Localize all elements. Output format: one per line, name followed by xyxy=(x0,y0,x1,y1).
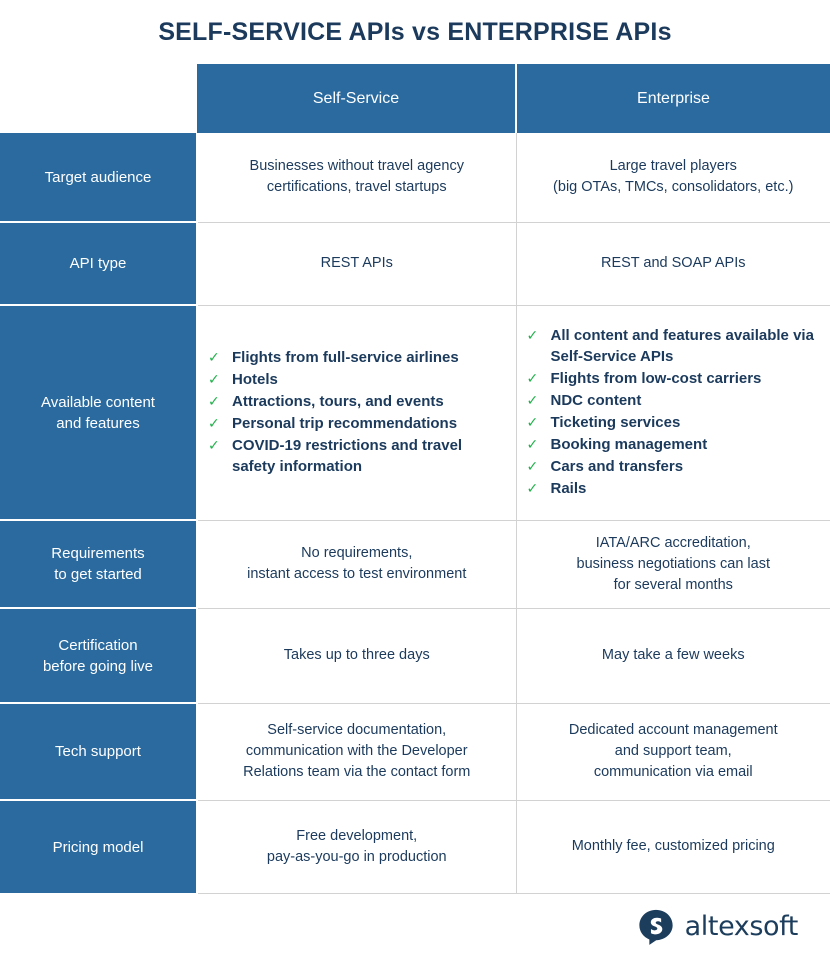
feature-list-item: ✓ Flights from low-cost carriers xyxy=(525,368,821,389)
table-row: Tech support Self-service documentation,… xyxy=(0,703,830,801)
check-icon: ✓ xyxy=(208,415,220,431)
feature-list-item-label: Flights from low-cost carriers xyxy=(550,370,762,387)
check-icon: ✓ xyxy=(526,480,539,496)
feature-list-self-service: ✓ Flights from full-service airlines ✓ Hote… xyxy=(206,347,506,477)
check-icon: ✓ xyxy=(208,393,220,409)
cell-available-content-self-service: ✓ Flights from full-service airlines ✓ Hote… xyxy=(197,305,517,521)
check-icon: ✓ xyxy=(208,437,220,453)
speech-bubble-icon xyxy=(637,908,675,946)
row-label-tech-support: Tech support xyxy=(0,703,198,801)
page-title: SELF-SERVICE APIs vs ENTERPRISE APIs xyxy=(158,17,672,46)
check-icon: ✓ xyxy=(526,436,539,452)
cell-available-content-enterprise: ✓ All content and features available via … xyxy=(516,305,830,521)
feature-list-item-label: Ticketing services xyxy=(550,414,681,431)
row-label-target-audience: Target audience xyxy=(0,133,198,223)
cell-requirements-enterprise: IATA/ARC accreditation, business negotia… xyxy=(516,520,830,609)
page-title-bar: SELF-SERVICE APIs vs ENTERPRISE APIs xyxy=(0,0,830,64)
feature-list-item-label: Rails xyxy=(550,480,587,497)
table-row: API type REST APIs REST and SOAP APIs xyxy=(0,222,830,306)
feature-list-item-label: Cars and transfers xyxy=(550,458,684,475)
row-label-api-type: API type xyxy=(0,222,198,306)
feature-list-item: ✓ Cars and transfers xyxy=(525,456,821,477)
cell-target-audience-enterprise: Large travel players (big OTAs, TMCs, co… xyxy=(516,133,830,223)
check-icon: ✓ xyxy=(526,370,539,386)
feature-list-item: ✓ COVID-19 restrictions and travel safety… xyxy=(206,435,506,477)
feature-list-item: ✓ Booking management xyxy=(525,434,821,455)
table-row: Certification before going live Takes up… xyxy=(0,608,830,704)
table-row: Target audience Businesses without trave… xyxy=(0,133,830,223)
check-icon: ✓ xyxy=(526,327,539,343)
check-icon: ✓ xyxy=(526,392,539,408)
footer: altexsoft xyxy=(0,894,830,960)
row-label-requirements: Requirements to get started xyxy=(0,520,198,609)
feature-list-item-label: All content and features available via S… xyxy=(550,327,814,365)
cell-api-type-self-service: REST APIs xyxy=(197,222,517,306)
feature-list-item: ✓ Rails xyxy=(525,478,821,499)
check-icon: ✓ xyxy=(208,349,220,365)
feature-list-item-label: Attractions, tours, and events xyxy=(232,393,444,410)
feature-list-item-label: COVID-19 restrictions and travel safety … xyxy=(232,437,463,475)
table-row: Requirements to get started No requireme… xyxy=(0,520,830,609)
comparison-table: Self-Service Enterprise Target audience … xyxy=(0,64,830,894)
feature-list-item: ✓ Personal trip recommendations xyxy=(206,413,506,434)
feature-list-item: ✓ Ticketing services xyxy=(525,412,821,433)
cell-tech-support-self-service: Self-service documentation, communicatio… xyxy=(197,703,517,801)
feature-list-item: ✓ NDC content xyxy=(525,390,821,411)
row-label-certification: Certification before going live xyxy=(0,608,198,704)
altexsoft-logo: altexsoft xyxy=(637,908,798,946)
table-row: Pricing model Free development, pay-as-y… xyxy=(0,800,830,894)
cell-requirements-self-service: No requirements, instant access to test … xyxy=(197,520,517,609)
row-label-available-content: Available content and features xyxy=(0,305,198,521)
feature-list-item-label: Personal trip recommendations xyxy=(232,415,458,432)
header-corner-blank xyxy=(0,64,197,133)
feature-list-item-label: Hotels xyxy=(232,371,278,388)
table-header-row: Self-Service Enterprise xyxy=(0,64,830,133)
row-label-pricing-model: Pricing model xyxy=(0,800,198,893)
feature-list-item-label: Booking management xyxy=(550,436,708,453)
feature-list-enterprise: ✓ All content and features available via … xyxy=(525,325,821,499)
feature-list-item: ✓ Attractions, tours, and events xyxy=(206,391,506,412)
column-header-self-service: Self-Service xyxy=(197,64,517,133)
cell-certification-enterprise: May take a few weeks xyxy=(516,608,830,704)
cell-pricing-model-enterprise: Monthly fee, customized pricing xyxy=(516,800,830,894)
check-icon: ✓ xyxy=(526,414,539,430)
cell-certification-self-service: Takes up to three days xyxy=(197,608,517,704)
feature-list-item-label: Flights from full-service airlines xyxy=(232,349,459,366)
feature-list-item: ✓ Hotels xyxy=(206,369,506,390)
feature-list-item: ✓ All content and features available via … xyxy=(525,325,821,367)
cell-target-audience-self-service: Businesses without travel agency certifi… xyxy=(197,133,517,223)
cell-tech-support-enterprise: Dedicated account management and support… xyxy=(516,703,830,801)
check-icon: ✓ xyxy=(208,371,220,387)
column-header-enterprise: Enterprise xyxy=(516,64,830,133)
table-row: Available content and features ✓ Flights … xyxy=(0,305,830,521)
altexsoft-logo-text: altexsoft xyxy=(684,911,799,942)
cell-pricing-model-self-service: Free development, pay-as-you-go in produ… xyxy=(197,800,517,894)
cell-api-type-enterprise: REST and SOAP APIs xyxy=(516,222,830,306)
feature-list-item: ✓ Flights from full-service airlines xyxy=(206,347,506,368)
feature-list-item-label: NDC content xyxy=(550,392,642,409)
check-icon: ✓ xyxy=(526,458,539,474)
